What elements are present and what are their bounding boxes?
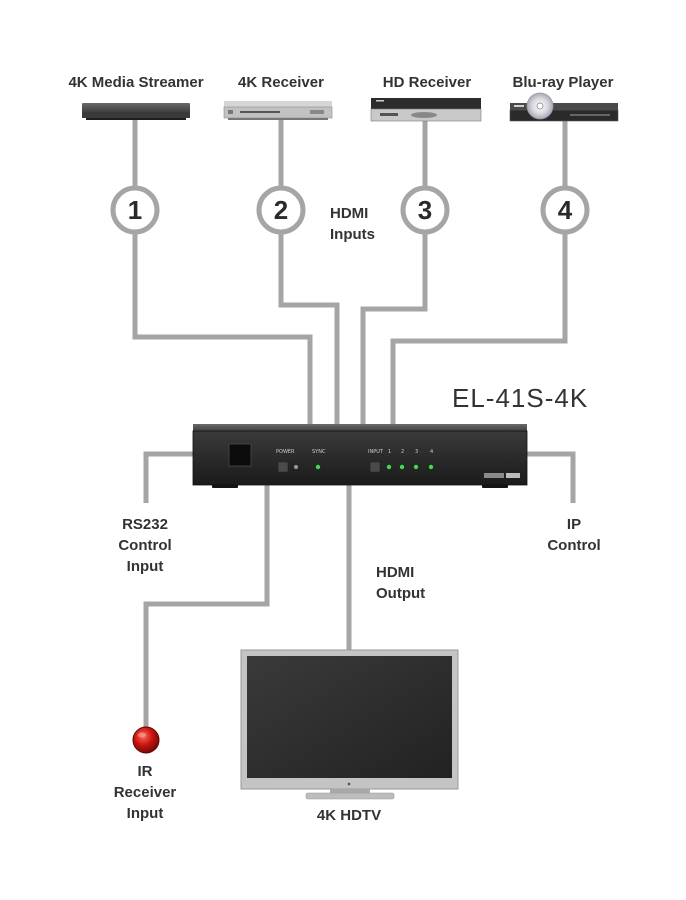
rs232-label-line3: Input [127, 558, 164, 575]
input-number-3: 3 [418, 195, 432, 225]
input-number-2: 2 [274, 195, 288, 225]
ir-label-line2: Receiver [114, 784, 177, 801]
hdmi-output-label-line2: Output [376, 585, 425, 602]
power-label: POWER [276, 449, 295, 455]
rs232-label-line2: Control [118, 537, 171, 554]
input-led-4 [428, 464, 434, 470]
input-badge-3: 3 [400, 185, 450, 235]
input-num-3: 3 [415, 449, 418, 455]
switcher-device: POWER SYNC INPUT 1 2 3 4 [192, 424, 528, 488]
input-button [369, 461, 381, 473]
ip-label-line2: Control [547, 537, 600, 554]
input-badge-1: 1 [110, 185, 160, 235]
input-num-1: 1 [388, 449, 391, 455]
ir-receiver-icon [132, 726, 160, 754]
input-badge-4: 4 [540, 185, 590, 235]
cable-ir [143, 484, 270, 732]
input-number-1: 1 [128, 195, 142, 225]
4k-receiver-device [223, 101, 333, 120]
ir-window [228, 443, 252, 467]
sync-label: SYNC [312, 449, 326, 455]
input-num-2: 2 [401, 449, 404, 455]
power-led [294, 465, 298, 469]
ir-receiver [132, 726, 160, 754]
input-num-4: 4 [430, 449, 433, 455]
input-led-2 [399, 464, 405, 470]
hdmi-inputs-label-line1: HDMI [330, 205, 368, 222]
power-button [277, 461, 289, 473]
rs232-label-line1: RS232 [122, 516, 168, 533]
cable-rs232 [143, 451, 193, 503]
cable-ip [527, 451, 576, 503]
input-led-1 [386, 464, 392, 470]
source-label-2: 4K Receiver [238, 74, 324, 91]
sync-led [315, 464, 321, 470]
hdmi-output-label-line1: HDMI [376, 564, 414, 581]
ir-label-line1: IR [138, 763, 153, 780]
hdmi-inputs-label-line2: Inputs [330, 226, 375, 243]
model-name: EL-41S-4K [452, 383, 588, 413]
blu-ray-player-device [509, 92, 619, 122]
hd-receiver-device [370, 98, 482, 122]
hdtv-label: 4K HDTV [317, 807, 381, 824]
hdmi-logo-icon [484, 473, 504, 478]
cable-input-1 [132, 120, 313, 426]
input-badge-2: 2 [256, 185, 306, 235]
ir-label-line3: Input [127, 805, 164, 822]
media-streamer-device [82, 103, 190, 120]
input-led-3 [413, 464, 419, 470]
hdbaset-logo-icon [506, 473, 520, 478]
ip-label-line1: IP [567, 516, 581, 533]
source-label-4: Blu-ray Player [513, 74, 614, 91]
cable-input-4 [390, 120, 568, 426]
input-number-4: 4 [558, 195, 573, 225]
input-label: INPUT [368, 449, 384, 455]
source-label-1: 4K Media Streamer [68, 74, 203, 91]
source-label-3: HD Receiver [383, 74, 472, 91]
hdtv-device [240, 649, 459, 800]
